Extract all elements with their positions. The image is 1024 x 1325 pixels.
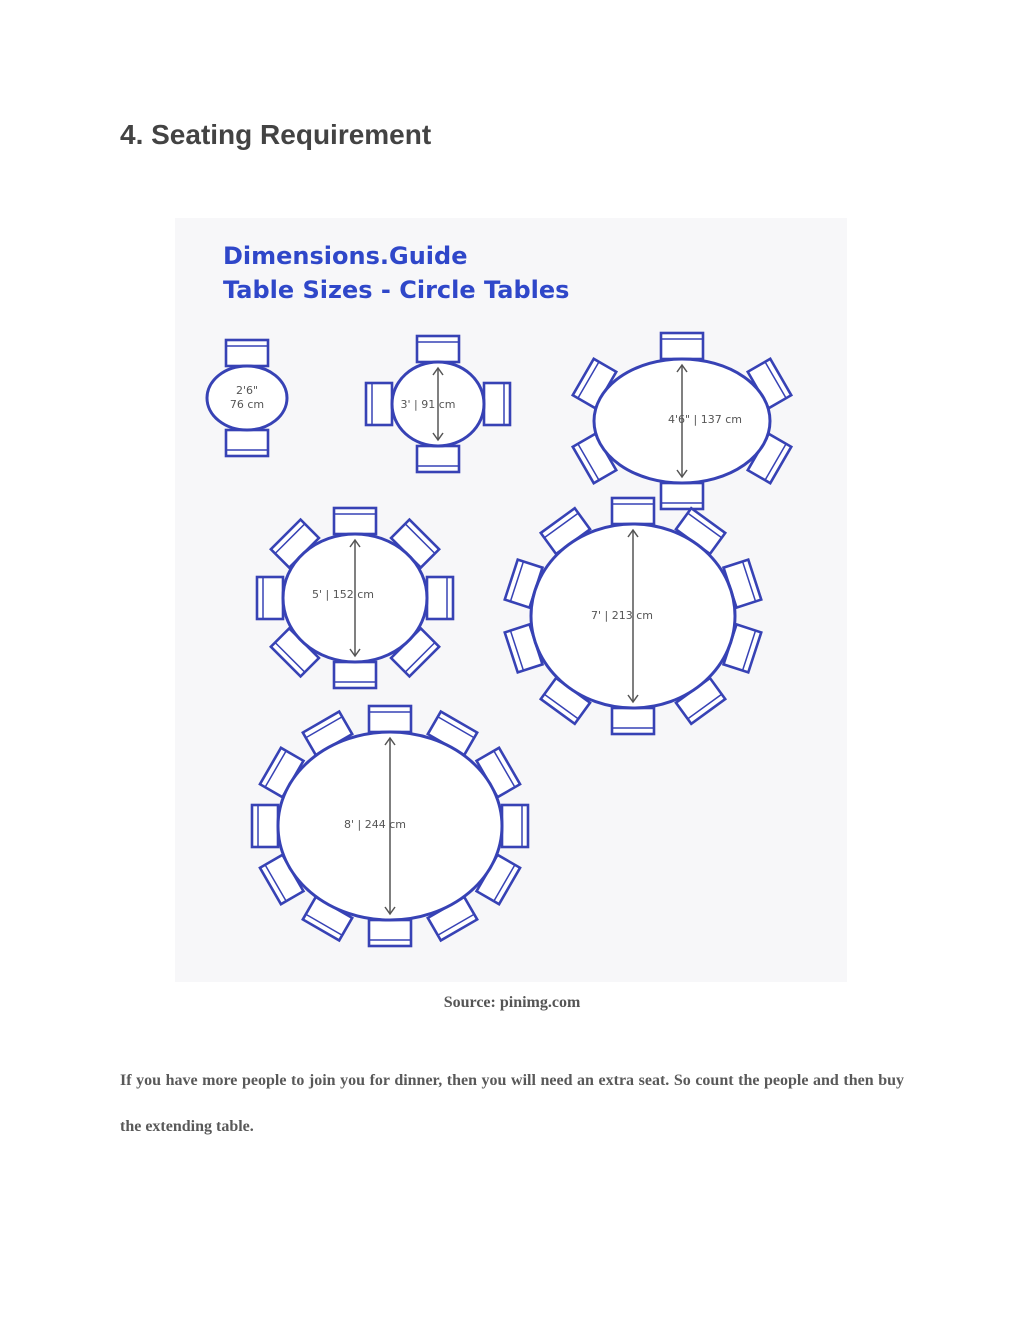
chair-1-2: [415, 444, 461, 474]
chair-3-4: [332, 660, 378, 690]
chair-3-0: [332, 506, 378, 536]
arrow-head: [384, 906, 396, 916]
body-paragraph: If you have more people to join you for …: [120, 1072, 904, 1135]
arrow-head: [676, 363, 688, 373]
arrow-head: [432, 432, 444, 442]
round-table-1: [205, 364, 289, 432]
chair-3-2: [425, 575, 455, 621]
chair-1-3: [364, 381, 394, 427]
chair-5-5: [426, 895, 479, 943]
diagram-title-line2: Table Sizes - Circle Tables: [223, 276, 569, 304]
diagram-canvas: Dimensions.Guide Table Sizes - Circle Ta…: [205, 242, 794, 948]
chair-0-1: [224, 428, 270, 458]
chair-2-4: [570, 432, 619, 485]
chair-0-0: [224, 338, 270, 368]
table-size-label: 5' | 152 cm: [312, 588, 374, 601]
section-heading: 4. Seating Requirement: [120, 119, 432, 150]
chair-5-9: [250, 803, 280, 849]
chair-1-0: [415, 334, 461, 364]
chair-4-0: [610, 496, 656, 526]
chair-2-3: [659, 481, 705, 511]
tables-layer: 2'6"76 cm 3' | 91 cm 4'6" | 137 cm 5' | 152…: [205, 331, 794, 948]
arrow-head: [627, 528, 639, 538]
chair-5-3: [500, 803, 530, 849]
table-size-label: 8' | 244 cm: [344, 818, 406, 831]
arrow-head: [384, 736, 396, 746]
chair-5-4: [474, 853, 522, 906]
image-source-caption: Source: pinimg.com: [443, 994, 581, 1011]
chair-5-6: [367, 918, 413, 948]
arrow-head: [349, 648, 361, 658]
diagram-title-line1: Dimensions.Guide: [223, 242, 467, 270]
chair-2-0: [659, 331, 705, 361]
chair-5-0: [367, 704, 413, 734]
chair-3-6: [255, 575, 285, 621]
table-size-label: 3' | 91 cm: [401, 398, 456, 411]
arrow-head: [676, 469, 688, 479]
table-size-label: 4'6" | 137 cm: [668, 413, 742, 426]
table-label-line1: 2'6": [236, 384, 258, 397]
chair-4-5: [610, 706, 656, 736]
arrow-head: [627, 694, 639, 704]
table-sizes-diagram: Dimensions.Guide Table Sizes - Circle Ta…: [175, 218, 847, 982]
table-size-label: 7' | 213 cm: [591, 609, 653, 622]
table-label-line2: 76 cm: [230, 398, 264, 411]
arrow-head: [349, 538, 361, 548]
arrow-head: [432, 366, 444, 376]
chair-1-1: [482, 381, 512, 427]
